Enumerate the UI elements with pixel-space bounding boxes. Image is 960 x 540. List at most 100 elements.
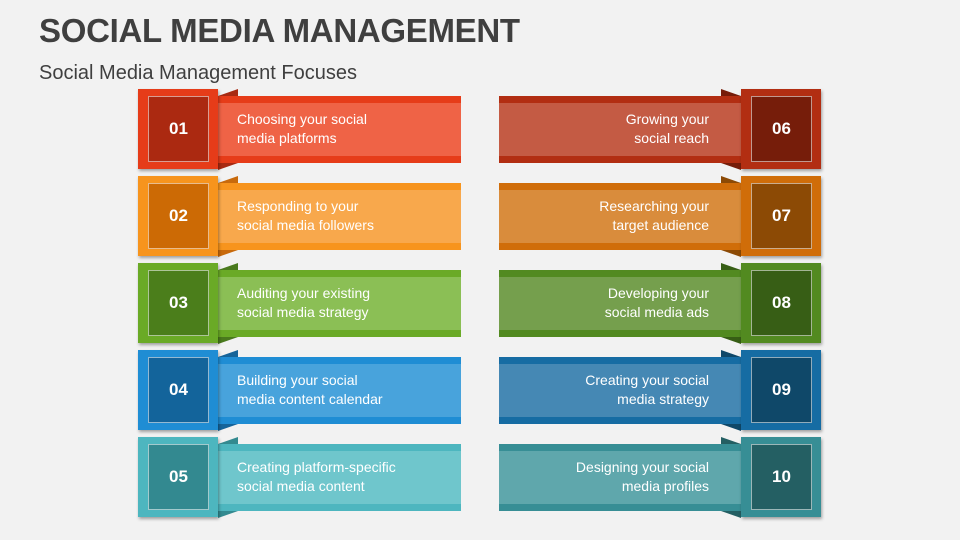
number-badge: 01 bbox=[148, 96, 209, 162]
ribbon-band-bottom bbox=[499, 504, 741, 511]
item-number: 05 bbox=[169, 467, 188, 486]
focus-label-line2: target audience bbox=[612, 217, 709, 233]
number-box: 03 bbox=[138, 263, 218, 343]
focus-label-line1: Creating your social bbox=[585, 372, 709, 388]
ribbon-fold-bottom bbox=[218, 163, 238, 170]
number-badge: 09 bbox=[751, 357, 812, 423]
number-box: 04 bbox=[138, 350, 218, 430]
ribbon-fold-bottom bbox=[721, 424, 741, 431]
focus-label: Choosing your social media platforms bbox=[237, 110, 367, 148]
focus-label-line1: Developing your bbox=[607, 285, 709, 301]
focus-item-09: Creating your social media strategy 09 bbox=[0, 350, 960, 432]
item-number: 01 bbox=[169, 119, 188, 138]
ribbon-fold-bottom bbox=[721, 337, 741, 344]
number-box: 08 bbox=[741, 263, 821, 343]
item-number: 06 bbox=[772, 119, 791, 138]
number-badge: 06 bbox=[751, 96, 812, 162]
ribbon-band-top bbox=[499, 270, 741, 277]
ribbon-band-bottom bbox=[499, 156, 741, 163]
ribbon-fold-bottom bbox=[218, 424, 238, 431]
ribbon-band-bottom bbox=[499, 330, 741, 337]
item-number: 10 bbox=[772, 467, 791, 486]
ribbon-fold-top bbox=[218, 89, 238, 96]
focus-label-line1: Growing your bbox=[625, 111, 709, 127]
ribbon-band-top bbox=[499, 96, 741, 103]
focus-item-10: Designing your social media profiles 10 bbox=[0, 437, 960, 519]
ribbon-banner: Growing your social reach bbox=[499, 96, 741, 163]
focus-label: Creating your social media strategy bbox=[585, 371, 709, 409]
focus-label-line1: Designing your social bbox=[575, 459, 709, 475]
ribbon-fold-bottom bbox=[218, 511, 238, 518]
ribbon-fold-bottom bbox=[218, 250, 238, 257]
item-number: 03 bbox=[169, 293, 188, 312]
focus-label-line2: media platforms bbox=[237, 130, 337, 146]
ribbon-fold-bottom bbox=[721, 250, 741, 257]
focus-label-line1: Choosing your social bbox=[237, 111, 367, 127]
number-badge: 02 bbox=[148, 183, 209, 249]
slide-subtitle: Social Media Management Focuses bbox=[39, 62, 357, 84]
number-badge: 10 bbox=[751, 444, 812, 510]
number-box: 10 bbox=[741, 437, 821, 517]
ribbon-fold-bottom bbox=[218, 337, 238, 344]
focus-label-line2: social reach bbox=[634, 130, 709, 146]
slide-title: SOCIAL MEDIA MANAGEMENT bbox=[39, 12, 520, 49]
ribbon-band-top bbox=[499, 444, 741, 451]
ribbon-band-top bbox=[218, 357, 461, 364]
focus-label-line2: social media content bbox=[237, 478, 365, 494]
ribbon-banner: Choosing your social media platforms bbox=[218, 96, 461, 163]
item-number: 07 bbox=[772, 206, 791, 225]
focus-label: Designing your social media profiles bbox=[576, 458, 709, 496]
ribbon-band-bottom bbox=[499, 243, 741, 250]
focus-item-04: Building your social media content calend… bbox=[0, 350, 960, 432]
item-number: 09 bbox=[772, 380, 791, 399]
ribbon-fold-top bbox=[721, 89, 741, 96]
focus-label-line2: media strategy bbox=[617, 391, 709, 407]
focus-item-02: Responding to your social media followers… bbox=[0, 176, 960, 258]
ribbon-fold-top bbox=[218, 263, 238, 270]
ribbon-fold-bottom bbox=[721, 163, 741, 170]
item-number: 02 bbox=[169, 206, 188, 225]
ribbon-fold-top bbox=[721, 176, 741, 183]
focus-label-line1: Responding to your bbox=[237, 198, 359, 214]
ribbon-band-bottom bbox=[218, 243, 461, 250]
ribbon-band-top bbox=[499, 357, 741, 364]
ribbon-band-bottom bbox=[499, 417, 741, 424]
number-box: 06 bbox=[741, 89, 821, 169]
item-number: 08 bbox=[772, 293, 791, 312]
number-box: 09 bbox=[741, 350, 821, 430]
focus-label-line2: media content calendar bbox=[237, 391, 383, 407]
focus-label-line2: media profiles bbox=[621, 478, 709, 494]
number-badge: 08 bbox=[751, 270, 812, 336]
focus-label-line2: social media followers bbox=[237, 217, 374, 233]
ribbon-fold-top bbox=[218, 437, 238, 444]
ribbon-banner: Designing your social media profiles bbox=[499, 444, 741, 511]
focus-label-line1: Building your social bbox=[237, 372, 358, 388]
ribbon-band-top bbox=[499, 183, 741, 190]
ribbon-banner: Building your social media content calend… bbox=[218, 357, 461, 424]
ribbon-band-top bbox=[218, 444, 461, 451]
focus-label: Responding to your social media followers bbox=[237, 197, 374, 235]
focus-label: Growing your social reach bbox=[626, 110, 709, 148]
ribbon-band-bottom bbox=[218, 504, 461, 511]
number-badge: 05 bbox=[148, 444, 209, 510]
ribbon-fold-bottom bbox=[721, 511, 741, 518]
number-box: 05 bbox=[138, 437, 218, 517]
focus-label-line1: Auditing your existing bbox=[237, 285, 371, 301]
ribbon-band-top bbox=[218, 96, 461, 103]
focus-item-01: Choosing your social media platforms 01 bbox=[0, 89, 960, 171]
ribbon-band-bottom bbox=[218, 330, 461, 337]
number-box: 07 bbox=[741, 176, 821, 256]
number-box: 01 bbox=[138, 89, 218, 169]
